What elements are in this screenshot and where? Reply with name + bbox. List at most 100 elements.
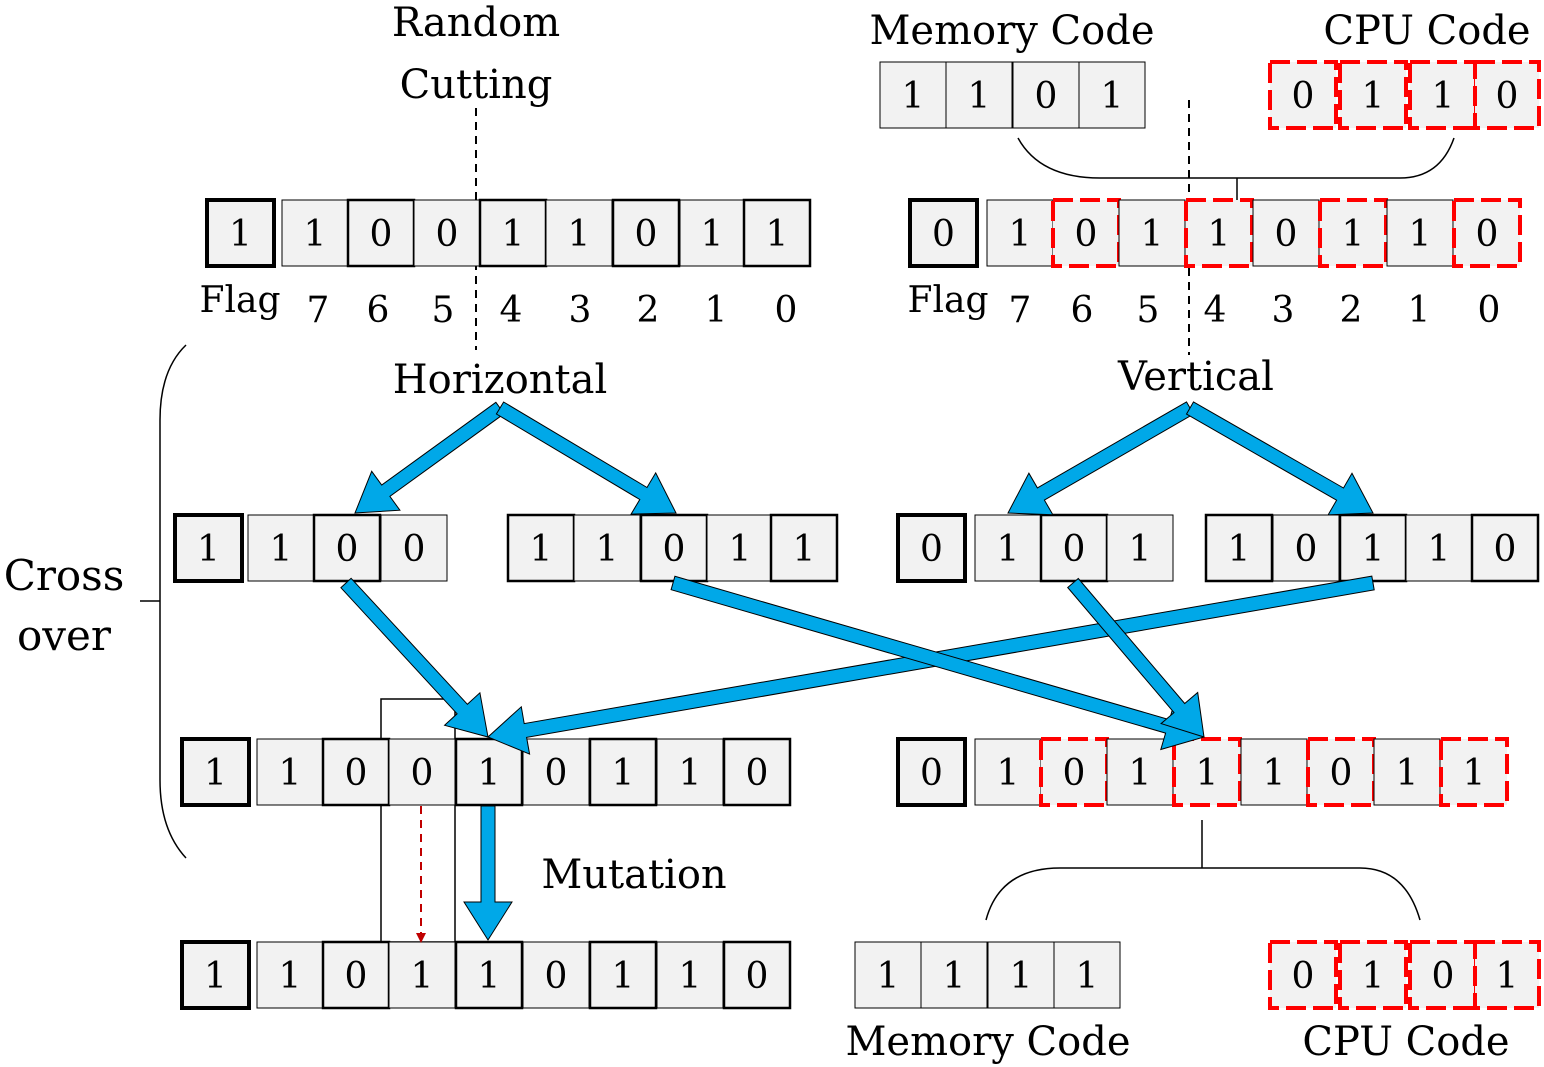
horizontal-parent-cell-0-box <box>205 198 276 268</box>
mutated-cell-1-box <box>256 941 324 1009</box>
vertical-left-half-cell-3-box <box>1106 514 1174 582</box>
offspring-vertical-cell-7-value: 1 <box>1396 753 1419 794</box>
mutated-cell-3-value: 1 <box>411 956 434 997</box>
horizontal-left-half-cell-2: 0 <box>312 513 382 583</box>
vertical-right-half-cell-2-value: 1 <box>1362 529 1385 570</box>
horizontal-parent-cell-8: 1 <box>742 198 812 268</box>
cpu-code-bottom-cell-3-box <box>1473 940 1541 1010</box>
offspring-vertical-cell-2-box <box>1039 737 1109 807</box>
cpu-code-top-cell-1: 1 <box>1338 60 1408 130</box>
memory-code-bottom-cell-3-box <box>1053 941 1121 1009</box>
random-cutting-label-2: Cutting <box>400 62 553 108</box>
vertical-parent-cell-1-value: 1 <box>1009 214 1032 255</box>
cpu-code-bottom-cell-2: 0 <box>1408 940 1478 1010</box>
horizontal-right-half-cell-4: 1 <box>769 513 839 583</box>
vertical-parent-cell-2: 0 <box>1051 198 1121 268</box>
offspring-vertical-cell-4: 1 <box>1172 737 1242 807</box>
vertical-parent-cell-3-box <box>1118 199 1186 267</box>
arrow-vertical-to-left-half <box>1007 401 1195 516</box>
offspring-vertical-cell-4-box <box>1172 737 1242 807</box>
vertical-position-label-6: 2 <box>1340 290 1363 331</box>
horizontal-parent-cell-0-value: 1 <box>229 214 252 255</box>
cpu-code-top-cell-1-box <box>1338 60 1408 130</box>
cpu-code-top-cell-2-box <box>1408 60 1478 130</box>
offspring-horizontal-cell-2-box <box>321 737 391 807</box>
memory-code-top-cell-0: 1 <box>879 61 947 129</box>
vertical-parent-cell-1-box <box>986 199 1054 267</box>
memory-code-bottom-cell-2: 1 <box>987 941 1055 1009</box>
offspring-horizontal-cell-1-value: 1 <box>279 753 302 794</box>
vertical-parent-cell-0-value: 0 <box>932 214 955 255</box>
arrow-horizontal-to-right-half <box>495 401 677 515</box>
vertical-parent-cell-4-box <box>1184 198 1254 268</box>
offspring-vertical-cell-1-value: 1 <box>997 753 1020 794</box>
offspring-vertical-cell-3-box <box>1106 738 1174 806</box>
arrow-mutation <box>463 805 513 941</box>
offspring-vertical-cell-7: 1 <box>1373 738 1441 806</box>
horizontal-left-half-cell-1: 1 <box>247 514 315 582</box>
horizontal-left-half-cell-3-value: 0 <box>403 529 426 570</box>
vertical-parent-cell-0-box <box>908 198 979 268</box>
mutated-cell-0: 1 <box>180 940 251 1010</box>
offspring-vertical-cell-2-value: 0 <box>1063 753 1086 794</box>
horizontal-parent-cell-1-box <box>281 199 349 267</box>
offspring-vertical-cell-6-value: 0 <box>1330 753 1353 794</box>
cpu-code-top-cell-0-value: 0 <box>1292 76 1315 117</box>
horizontal-position-label-2: 6 <box>367 290 390 331</box>
memory-code-bottom-cell-2-value: 1 <box>1010 956 1033 997</box>
horizontal-left-half-cell-3: 0 <box>380 514 448 582</box>
offspring-horizontal-cell-0: 1 <box>180 737 251 807</box>
offspring-horizontal-cell-3-box <box>388 738 456 806</box>
horizontal-left-half-cell-0: 1 <box>173 513 244 583</box>
memory-code-top-cell-2-value: 0 <box>1035 76 1058 117</box>
horizontal-right-half-cell-3-value: 1 <box>729 529 752 570</box>
vertical-parent-cell-5-value: 0 <box>1275 214 1298 255</box>
vertical-label: Vertical <box>1117 354 1274 400</box>
horizontal-left-half-cell-1-value: 1 <box>270 529 293 570</box>
vertical-position-label-3: 5 <box>1137 290 1160 331</box>
vertical-left-half-cell-1-value: 1 <box>997 529 1020 570</box>
vertical-left-half-cell-1: 1 <box>974 514 1042 582</box>
horizontal-right-half-cell-2-value: 0 <box>663 529 686 570</box>
mutated-cell-0-value: 1 <box>204 956 227 997</box>
offspring-horizontal-cell-7-box <box>656 738 724 806</box>
horizontal-parent-cell-6-value: 0 <box>635 214 658 255</box>
mutated-cell-4-value: 1 <box>478 956 501 997</box>
offspring-vertical-cell-0-value: 0 <box>920 753 943 794</box>
cpu-code-bottom-cell-0: 0 <box>1268 940 1338 1010</box>
offspring-horizontal-cell-5-value: 0 <box>545 753 568 794</box>
vertical-position-label-7: 1 <box>1408 290 1431 331</box>
memory-code-bottom-cell-0: 1 <box>854 941 922 1009</box>
offspring-horizontal-cell-4-box <box>454 737 524 807</box>
mutated-cell-2: 0 <box>321 940 391 1010</box>
mutated-cell-7-value: 1 <box>679 956 702 997</box>
vertical-parent-cell-0: 0 <box>908 198 979 268</box>
horizontal-parent-cell-3: 0 <box>413 199 481 267</box>
cpu-code-bottom-cell-2-box <box>1408 940 1478 1010</box>
horizontal-right-half-cell-1-box <box>573 514 641 582</box>
memory-code-top-label: Memory Code <box>869 8 1154 54</box>
horizontal-right-half-cell-1: 1 <box>573 514 641 582</box>
offspring-vertical-cell-5-value: 1 <box>1263 753 1286 794</box>
vertical-parent-cell-3-value: 1 <box>1141 214 1164 255</box>
offspring-vertical-cell-8: 1 <box>1439 737 1509 807</box>
offspring-vertical-cell-5-box <box>1240 738 1308 806</box>
horizontal-position-label-4: 4 <box>500 290 523 331</box>
vertical-left-half-cell-1-box <box>974 514 1042 582</box>
memory-code-bottom-cell-3-value: 1 <box>1076 956 1099 997</box>
vertical-parent-cell-8-value: 0 <box>1476 214 1499 255</box>
offspring-vertical-cell-6-box <box>1306 737 1376 807</box>
cpu-code-top-cell-3: 0 <box>1473 60 1541 130</box>
offspring-horizontal-cell-4-value: 1 <box>478 753 501 794</box>
vertical-right-half-cell-1: 0 <box>1272 514 1340 582</box>
offspring-horizontal-cell-7: 1 <box>656 738 724 806</box>
offspring-horizontal-cell-3-value: 0 <box>411 753 434 794</box>
mutated-cell-7-box <box>656 941 724 1009</box>
offspring-vertical-cell-8-box <box>1439 737 1509 807</box>
cpu-code-top-cell-2-value: 1 <box>1432 76 1455 117</box>
vertical-left-half-cell-0: 0 <box>896 513 967 583</box>
horizontal-left-half-cell-2-value: 0 <box>336 529 359 570</box>
horizontal-parent-cell-3-value: 0 <box>436 214 459 255</box>
vertical-right-half-cell-2: 1 <box>1338 513 1408 583</box>
memory-code-top-cell-3: 1 <box>1078 61 1146 129</box>
